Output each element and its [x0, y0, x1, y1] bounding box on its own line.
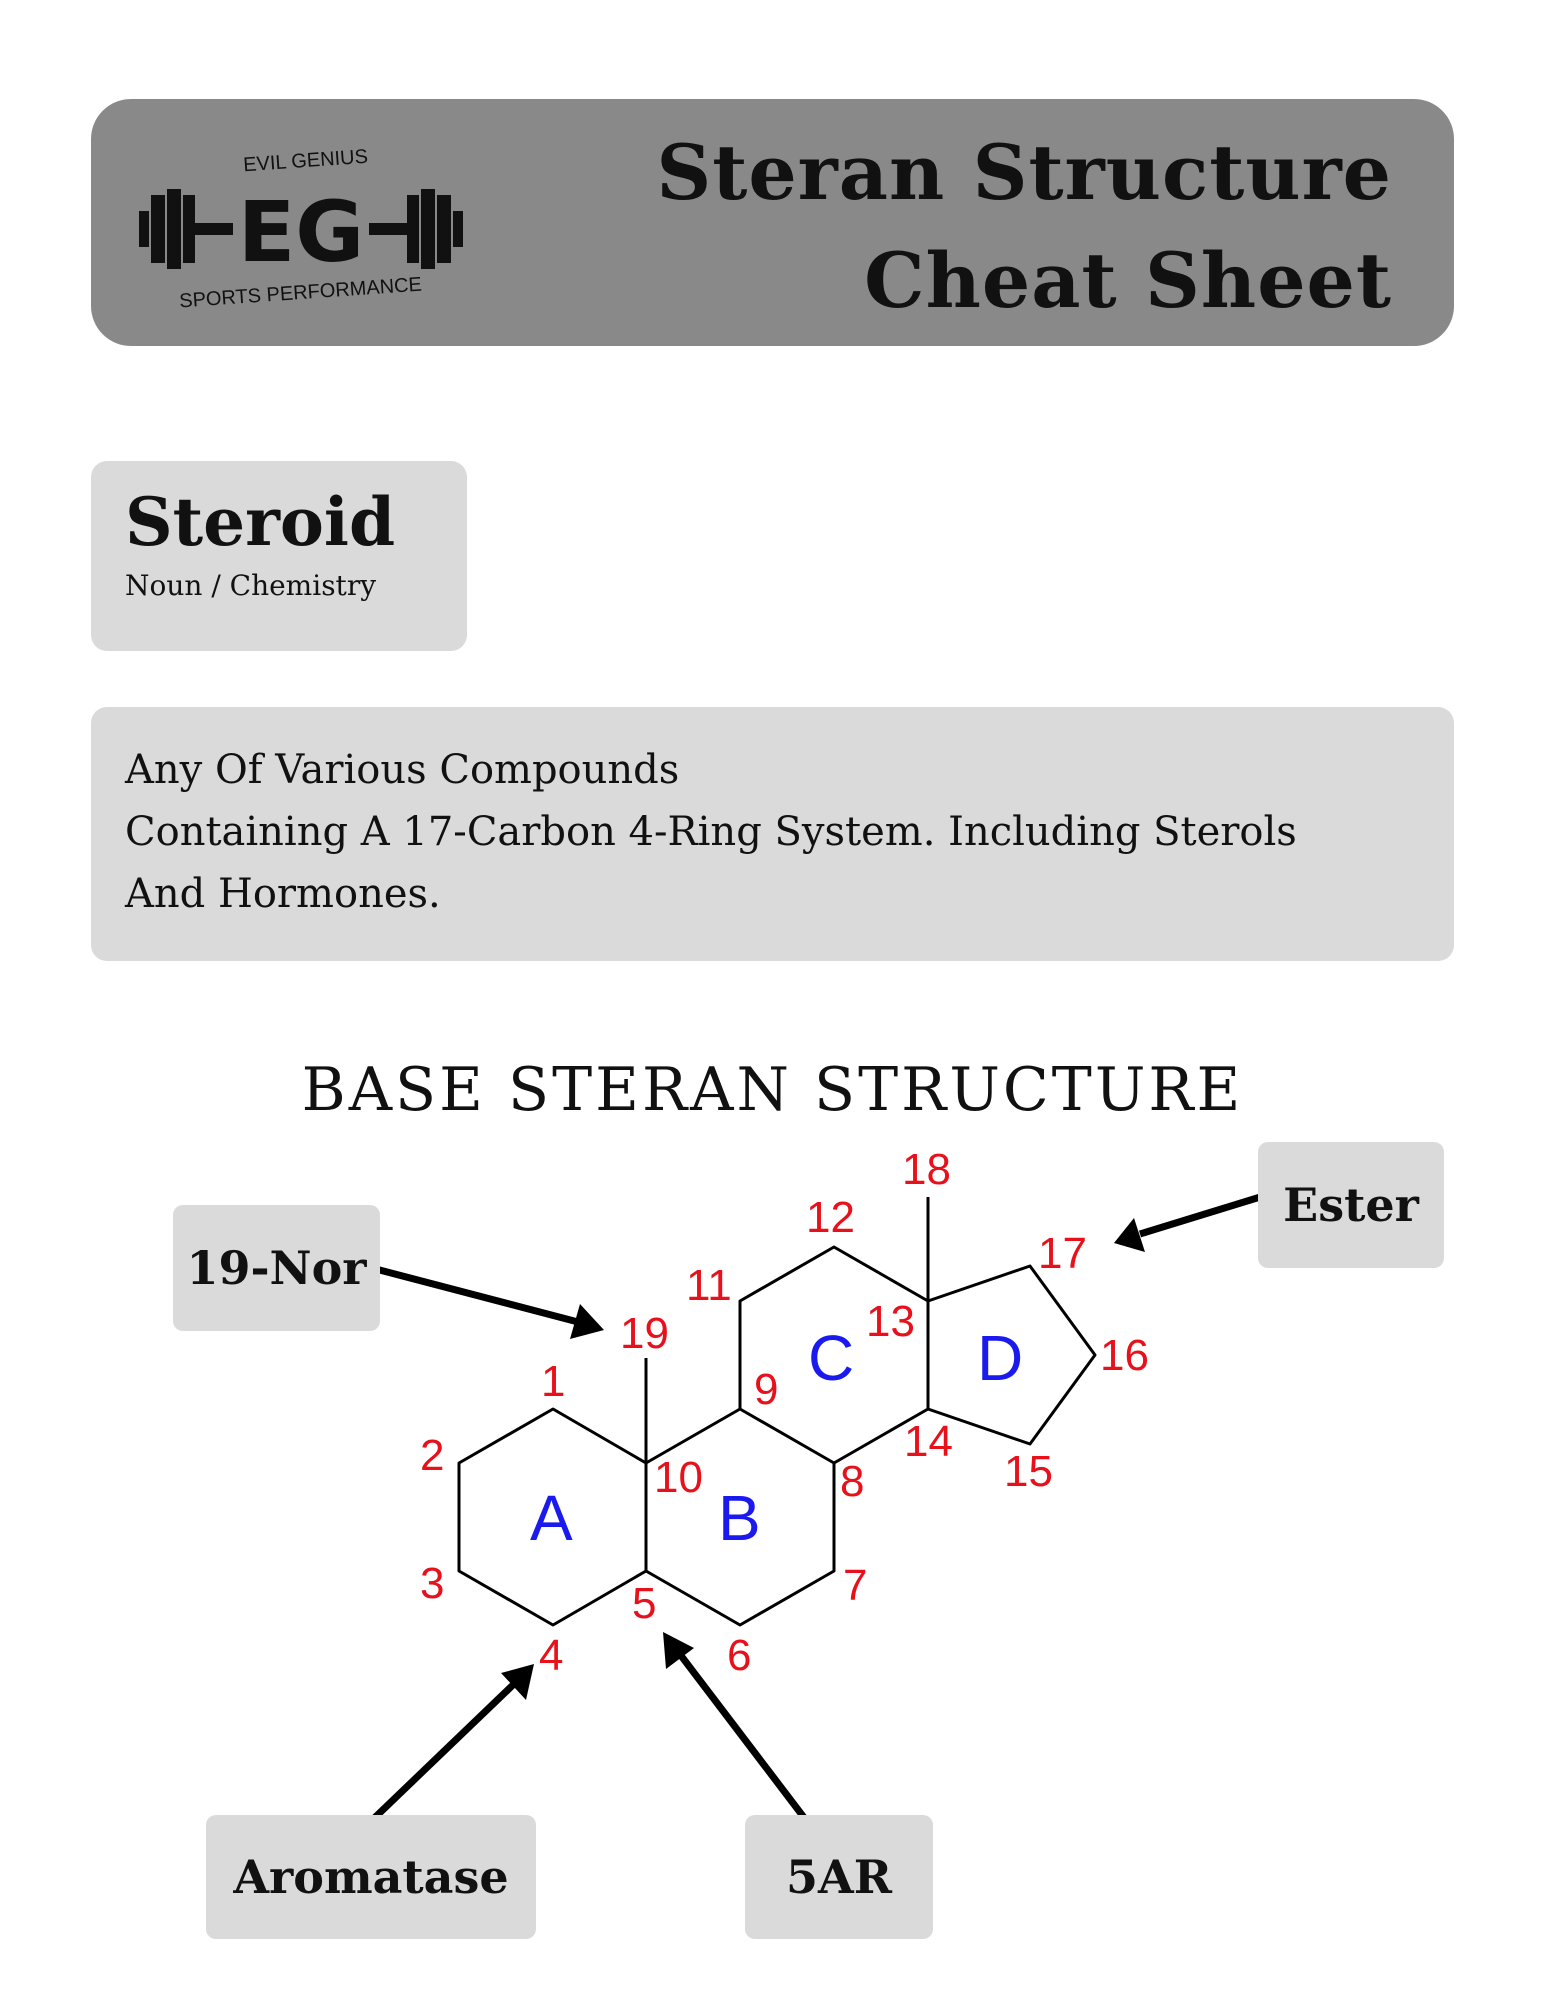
- title-line-1: Steran Structure: [656, 128, 1392, 217]
- definition-line-3: And Hormones.: [125, 871, 441, 917]
- atom-number-7: 7: [843, 1561, 867, 1610]
- arrow-5ar: [676, 1650, 818, 1835]
- atom-number-2: 2: [420, 1431, 444, 1480]
- arrowhead-5ar: [663, 1632, 694, 1669]
- ring-a-label: A: [530, 1482, 573, 1554]
- atom-number-19: 19: [620, 1309, 669, 1358]
- page-title: Steran Structure Cheat Sheet: [656, 119, 1392, 335]
- tag-ester: Ester: [1258, 1142, 1444, 1268]
- ring-c-label: C: [808, 1322, 854, 1394]
- arrow-ester: [1138, 1190, 1272, 1238]
- definition-card: Any Of Various Compounds Containing A 17…: [91, 707, 1454, 961]
- title-line-2: Cheat Sheet: [864, 236, 1392, 325]
- atom-number-5: 5: [632, 1579, 656, 1628]
- atom-number-13: 13: [866, 1297, 915, 1346]
- arrow-19-nor: [371, 1264, 579, 1326]
- logo-top-text: EVIL GENIUS: [243, 146, 369, 177]
- atom-number-12: 12: [806, 1193, 855, 1242]
- atom-number-3: 3: [420, 1559, 444, 1608]
- section-title: BASE STERAN STRUCTURE: [301, 1055, 1244, 1125]
- evil-genius-logo: EVIL GENIUS EG SPORTS PERFORMANCE: [139, 146, 463, 309]
- tag-5ar: 5AR: [745, 1815, 933, 1939]
- atom-number-8: 8: [840, 1457, 864, 1506]
- atom-number-17: 17: [1038, 1229, 1087, 1278]
- tag-19-nor: 19-Nor: [173, 1205, 380, 1331]
- definition-line-1: Any Of Various Compounds: [125, 747, 680, 793]
- term-word: Steroid: [125, 483, 396, 561]
- arrowhead-ester: [1114, 1218, 1145, 1252]
- term-part-of-speech: Noun / Chemistry: [125, 569, 377, 602]
- atom-number-10: 10: [654, 1453, 703, 1502]
- atom-number-16: 16: [1100, 1331, 1149, 1380]
- arrow-aromatase: [363, 1680, 518, 1829]
- atom-number-6: 6: [727, 1631, 751, 1680]
- atom-number-9: 9: [754, 1365, 778, 1414]
- ring-d-label: D: [977, 1322, 1023, 1394]
- atom-number-4: 4: [539, 1631, 563, 1680]
- tag-aromatase: Aromatase: [206, 1815, 536, 1939]
- atom-number-18: 18: [902, 1145, 951, 1194]
- atom-number-1: 1: [541, 1357, 565, 1406]
- arrowhead-19-nor: [570, 1304, 604, 1339]
- header-banner: EVIL GENIUS EG SPORTS PERFORMANCE Steran…: [91, 99, 1454, 346]
- ring-d-bonds: [927, 1264, 1097, 1446]
- atom-number-15: 15: [1004, 1447, 1053, 1496]
- ring-c-bonds: [738, 1245, 930, 1465]
- atom-number-11: 11: [686, 1261, 732, 1310]
- definition-line-2: Containing A 17-Carbon 4-Ring System. In…: [125, 809, 1297, 855]
- ring-b-bonds: [645, 1407, 836, 1627]
- term-card: Steroid Noun / Chemistry: [91, 461, 467, 651]
- atom-number-14: 14: [904, 1417, 953, 1466]
- ring-a-bonds: [457, 1407, 648, 1627]
- ring-b-label: B: [718, 1482, 761, 1554]
- logo-mark: EG: [238, 183, 364, 281]
- arrowhead-aromatase: [501, 1664, 534, 1700]
- definition-text: Any Of Various Compounds Containing A 17…: [125, 739, 1435, 925]
